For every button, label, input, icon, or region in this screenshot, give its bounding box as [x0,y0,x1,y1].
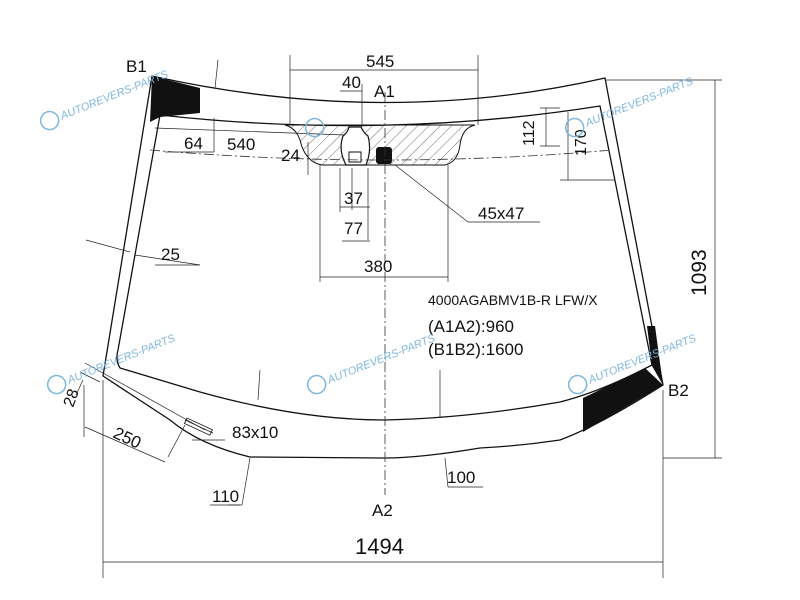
dim-45x47: 45x47 [478,204,524,223]
glass-outer-edge [102,75,664,459]
watermark-logo-icon [46,374,67,395]
label-83x10-rect [183,417,213,436]
dim-380: 380 [364,257,392,276]
black-band-right [647,326,663,385]
glass-inner-edge [116,105,653,421]
dim-77: 77 [344,219,363,238]
dim-83x10: 83x10 [232,423,278,442]
dim-28: 28 [61,387,83,410]
dim-24: 24 [281,146,300,165]
point-a2: A2 [372,501,393,520]
watermark-2: AUTOREVERS-PARTS [583,75,696,130]
part-code: 4000AGABMV1B-R LFW/X [428,292,598,308]
watermark-logo-icon [564,117,585,138]
watermark-logo-icon [567,374,588,395]
dim-37: 37 [344,189,363,208]
black-band-bottom-right [583,368,663,432]
dim-1494: 1494 [355,534,404,559]
dim-40: 40 [342,73,361,92]
hatched-sensor-area [284,124,476,166]
watermark-logo-icon [39,110,60,131]
dim-100: 100 [447,468,475,487]
dim-545: 545 [366,52,394,71]
dimension-lines [75,55,722,578]
dim-25: 25 [161,245,180,264]
a1a2-height: (A1A2):960 [428,317,514,336]
watermark-group: AUTOREVERS-PARTS AUTOREVERS-PARTS AUTORE… [39,68,699,395]
dim-250: 250 [110,423,144,452]
b1b2-length: (B1B2):1600 [428,340,523,359]
point-a1: A1 [374,82,395,101]
watermark-4: AUTOREVERS-PARTS [325,332,438,387]
black-band-top-left [150,76,200,122]
sensor-black-square [376,147,392,164]
point-b2: B2 [668,381,689,400]
dim-112: 112 [521,120,538,146]
band-line [149,149,613,161]
dim-64: 64 [184,134,203,153]
watermark-3: AUTOREVERS-PARTS [65,332,178,387]
watermark-logo-icon [306,374,327,395]
mirror-mount [340,126,371,166]
dim-1093: 1093 [688,249,711,296]
dim-540: 540 [227,135,255,154]
point-b1: B1 [126,57,147,76]
watermark-logo-icon [304,117,325,138]
dim-110: 110 [212,487,239,506]
sensor-small-rect [348,151,362,163]
